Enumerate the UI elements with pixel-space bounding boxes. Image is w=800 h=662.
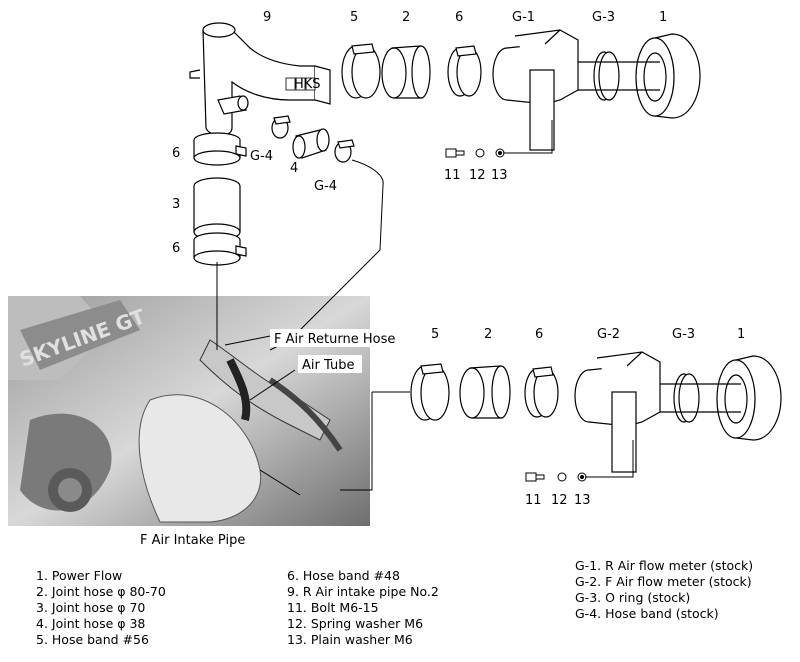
leader-lines [216, 159, 410, 496]
part-6-hose-band-top [447, 45, 482, 97]
callouts-hardware-top: 11 12 13 [444, 168, 508, 183]
part-6-hose-band-right [524, 366, 559, 418]
pipe-logo: HKS [294, 77, 321, 92]
legend-item: 6. Hose band #48 [287, 568, 400, 583]
part-2-joint-hose-top [381, 45, 431, 99]
part-2-joint-hose-right [459, 365, 511, 419]
label-intake-pipe: F Air Intake Pipe [140, 533, 245, 548]
label-air-tube: Air Tube [302, 358, 354, 373]
legend-column-2: 6. Hose band #48 9. R Air intake pipe No… [287, 568, 439, 648]
part-g1-air-flow-meter [492, 29, 579, 151]
callout-5-right: 5 [431, 327, 439, 342]
legend-item: 9. R Air intake pipe No.2 [287, 584, 439, 599]
callouts-hardware-right: 11 12 13 [525, 493, 591, 508]
label-return-hose: F Air Returne Hose [274, 332, 395, 347]
callout-12-top: 12 [469, 168, 486, 183]
callout-2-right: 2 [484, 327, 492, 342]
callout-11-right: 11 [525, 493, 542, 508]
callouts-right: 5 2 6 G-2 G-3 1 [431, 327, 745, 342]
legend-item: G-1. R Air flow meter (stock) [575, 558, 754, 573]
callout-g1: G-1 [512, 10, 535, 25]
callout-5: 5 [350, 10, 358, 25]
callout-g2: G-2 [597, 327, 620, 342]
legend-item: 3. Joint hose φ 70 [36, 600, 146, 615]
legend-item: G-3. O ring (stock) [575, 590, 691, 605]
part-g3-o-ring-top [593, 51, 620, 101]
part-1-power-flow-right [660, 355, 782, 441]
hardware-right [525, 440, 634, 482]
legend-item: 2. Joint hose φ 80-70 [36, 584, 166, 599]
part-5-hose-band-top [341, 43, 381, 99]
part-g2-air-flow-meter [574, 351, 661, 473]
legend-item: 12. Spring washer M6 [287, 616, 424, 631]
legend-column-1: 1. Power Flow 2. Joint hose φ 80-70 3. J… [36, 568, 166, 648]
callout-3: 3 [172, 197, 180, 212]
callout-11-top: 11 [444, 168, 461, 183]
callout-6-left-bottom: 6 [172, 241, 180, 256]
callout-g4-left: G-4 [250, 149, 273, 164]
part-1-power-flow-top [578, 33, 701, 119]
callout-4: 4 [290, 161, 298, 176]
callout-1: 1 [659, 10, 667, 25]
callout-2: 2 [402, 10, 410, 25]
callouts-top: 9 5 2 6 G-1 G-3 1 [263, 10, 667, 25]
callout-1-right: 1 [737, 327, 745, 342]
legend-item: 5. Hose band #56 [36, 632, 149, 647]
legend-item: G-2. F Air flow meter (stock) [575, 574, 752, 589]
callouts-left: 6 G-4 4 G-4 3 6 [172, 146, 337, 256]
callout-12-right: 12 [551, 493, 568, 508]
callout-g4-right: G-4 [314, 179, 337, 194]
legend-item: G-4. Hose band (stock) [575, 606, 719, 621]
part-5-hose-band-right [410, 363, 450, 421]
legend-item: 4. Joint hose φ 38 [36, 616, 146, 631]
callout-g3: G-3 [592, 10, 615, 25]
legend-column-3: G-1. R Air flow meter (stock) G-2. F Air… [575, 558, 753, 622]
left-column-parts [193, 115, 355, 266]
callout-6: 6 [455, 10, 463, 25]
callout-6-left-top: 6 [172, 146, 180, 161]
callout-6-right: 6 [535, 327, 543, 342]
callout-13-top: 13 [491, 168, 508, 183]
hardware-top [445, 120, 553, 158]
callout-13-right: 13 [574, 493, 591, 508]
legend-item: 1. Power Flow [36, 568, 123, 583]
callout-9: 9 [263, 10, 271, 25]
callout-g3-right: G-3 [672, 327, 695, 342]
legend-item: 11. Bolt M6-15 [287, 600, 379, 615]
part-g3-o-ring-right [673, 373, 700, 423]
legend-item: 13. Plain washer M6 [287, 632, 413, 647]
